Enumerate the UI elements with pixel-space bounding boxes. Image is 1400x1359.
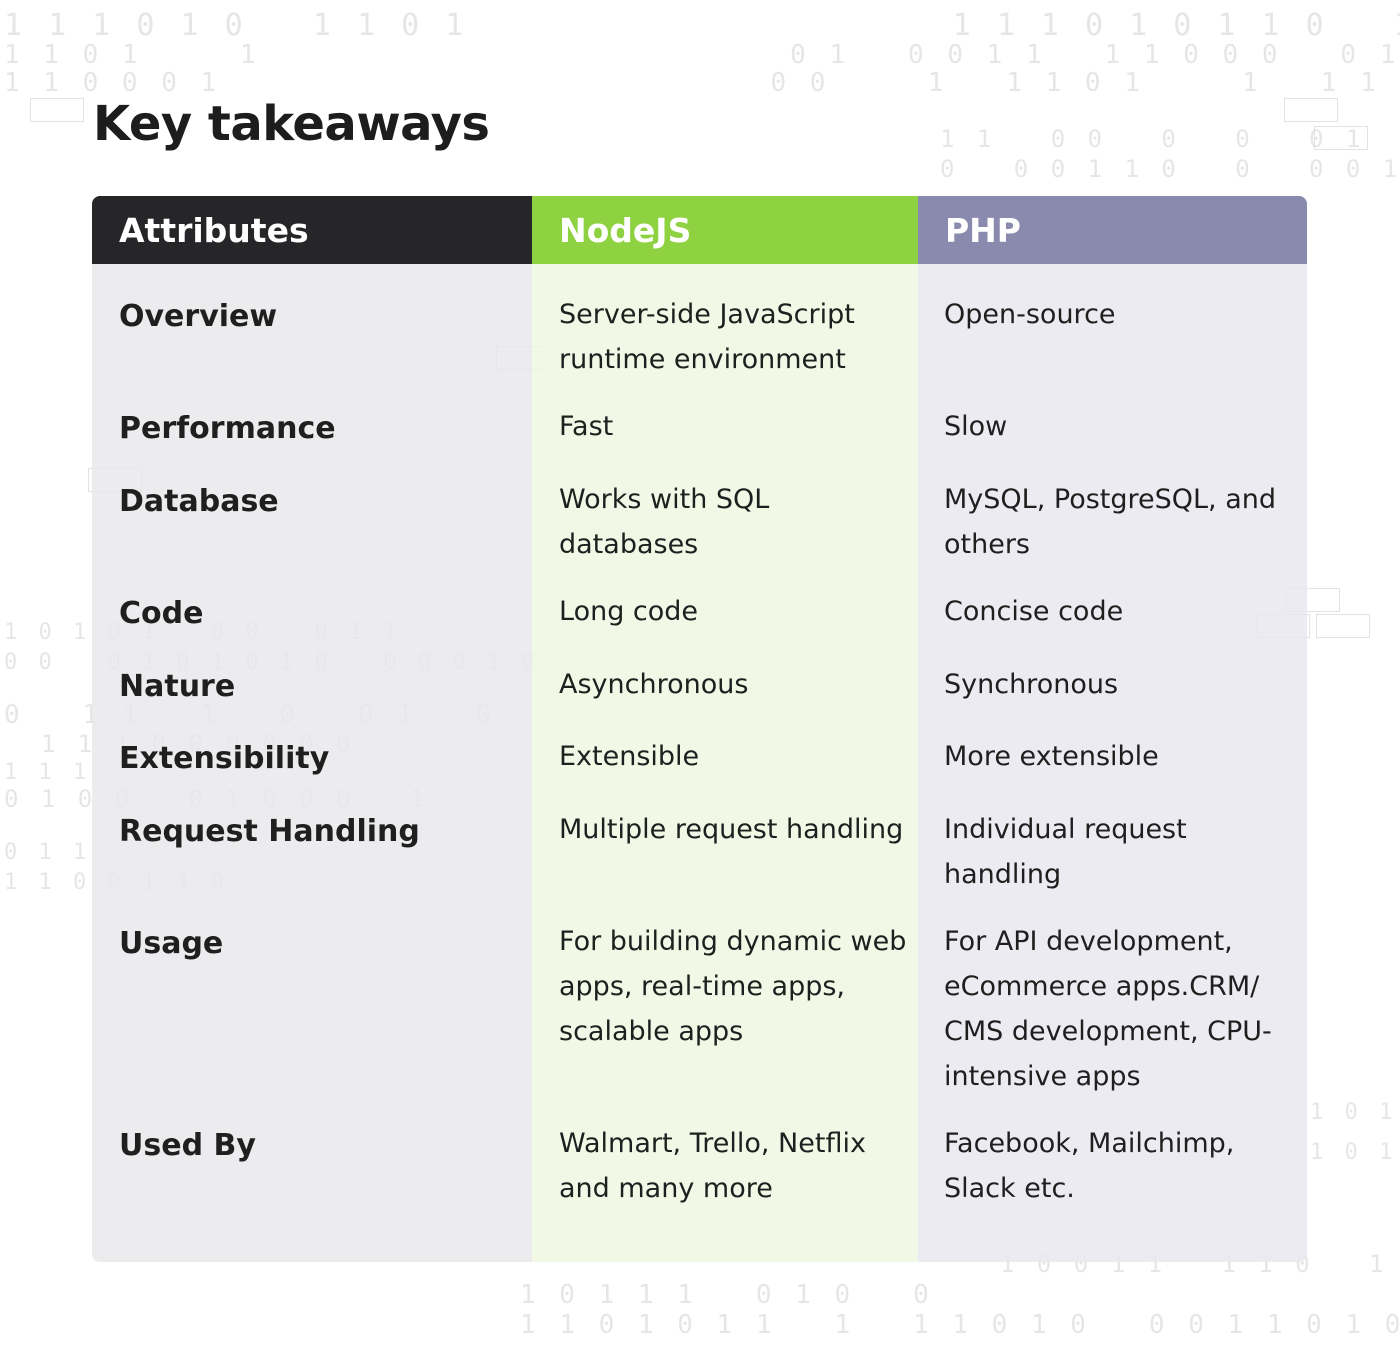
row-extensibility-attribute: Extensibility: [119, 741, 330, 776]
comparison-table: Attributes NodeJS PHP Overview Server-si…: [92, 196, 1307, 1262]
row-nature-nodejs: Asynchronous: [559, 669, 749, 700]
row-request-handling-php: Individual request handling: [944, 814, 1187, 890]
header-php: PHP: [918, 196, 1307, 264]
row-database-nodejs: Works with SQL databases: [559, 484, 770, 560]
attributes-column-background: [92, 196, 532, 1262]
row-code-attribute: Code: [119, 596, 204, 631]
row-extensibility-nodejs: Extensible: [559, 741, 700, 772]
row-usage-php: For API development, eCommerce apps.CRM/…: [944, 926, 1272, 1092]
row-performance-attribute: Performance: [119, 411, 336, 446]
row-used-by-attribute: Used By: [119, 1128, 256, 1163]
row-extensibility-php: More extensible: [944, 741, 1159, 772]
row-request-handling-attribute: Request Handling: [119, 814, 420, 849]
header-attributes: Attributes: [92, 196, 532, 264]
row-database-php: MySQL, PostgreSQL, and others: [944, 484, 1277, 560]
row-overview-php: Open-source: [944, 299, 1116, 330]
row-nature-attribute: Nature: [119, 669, 236, 704]
row-code-nodejs: Long code: [559, 596, 699, 627]
nodejs-column-background: [532, 196, 918, 1262]
row-nature-php: Synchronous: [944, 669, 1119, 700]
php-column-background: [918, 196, 1307, 1262]
row-performance-nodejs: Fast: [559, 411, 614, 442]
row-usage-nodejs: For building dynamic web apps, real-time…: [559, 926, 907, 1047]
row-used-by-php: Facebook, Mailchimp, Slack etc.: [944, 1128, 1235, 1204]
row-request-handling-nodejs: Multiple request handling: [559, 814, 904, 845]
row-code-php: Concise code: [944, 596, 1124, 627]
row-performance-php: Slow: [944, 411, 1008, 442]
row-usage-attribute: Usage: [119, 926, 224, 961]
page-title: Key takeaways: [93, 96, 490, 152]
row-database-attribute: Database: [119, 484, 279, 519]
row-used-by-nodejs: Walmart, Trello, Netflix and many more: [559, 1128, 866, 1204]
header-nodejs: NodeJS: [532, 196, 918, 264]
row-overview-nodejs: Server-side JavaScript runtime environme…: [559, 299, 855, 375]
row-overview-attribute: Overview: [119, 299, 278, 334]
